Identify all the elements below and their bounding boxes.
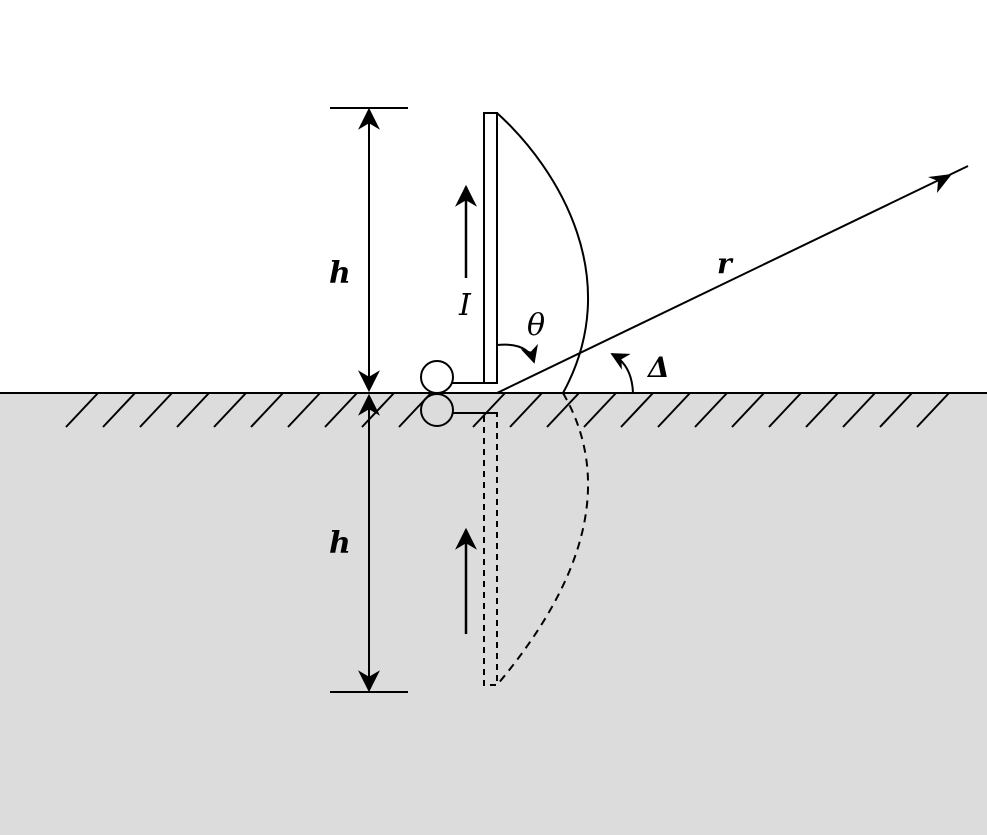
antenna-element (483, 112, 498, 384)
image-feed-circle (420, 393, 454, 427)
current-label: I (458, 288, 472, 323)
delta-label: Δ (646, 351, 670, 384)
image-current-curve (496, 392, 589, 686)
radius-label: r (717, 247, 734, 280)
height-label-above: h (329, 256, 351, 291)
height-label-below: h (329, 526, 351, 561)
radius-arrowhead (928, 174, 952, 193)
height-dimension-below (330, 393, 408, 693)
theta-arc (496, 343, 538, 364)
feed-source-circle (420, 360, 454, 394)
image-antenna-element (483, 412, 498, 686)
radius-ray (496, 165, 969, 394)
height-dimension-above (330, 107, 408, 393)
delta-arc (610, 353, 634, 394)
ground-region (0, 393, 987, 835)
theta-label: θ (527, 308, 545, 343)
current-distribution-curve (496, 112, 589, 394)
